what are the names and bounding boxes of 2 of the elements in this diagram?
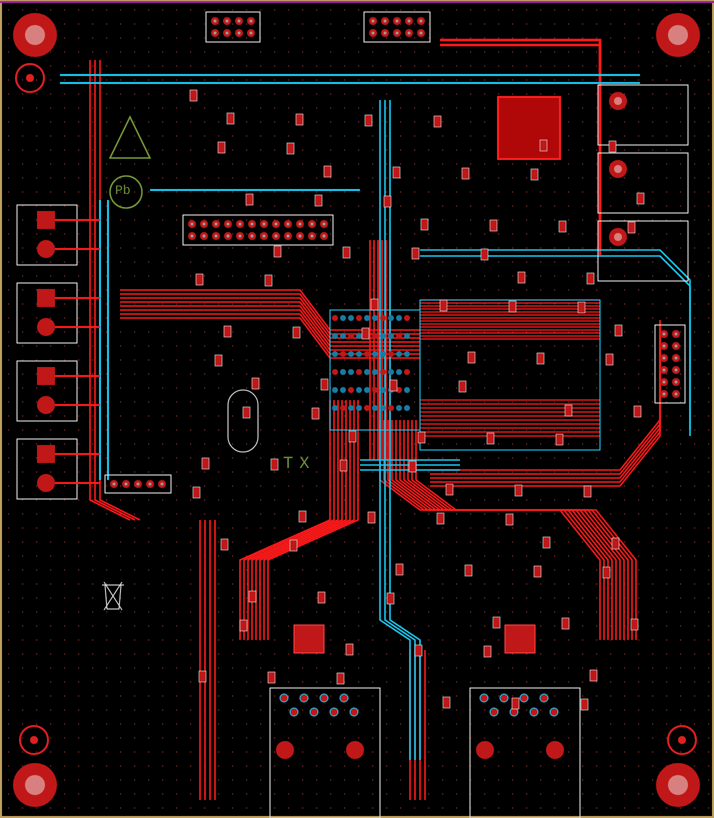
- lead-free-mark: Pb: [115, 183, 131, 198]
- silkscreen-label: TX: [283, 455, 316, 474]
